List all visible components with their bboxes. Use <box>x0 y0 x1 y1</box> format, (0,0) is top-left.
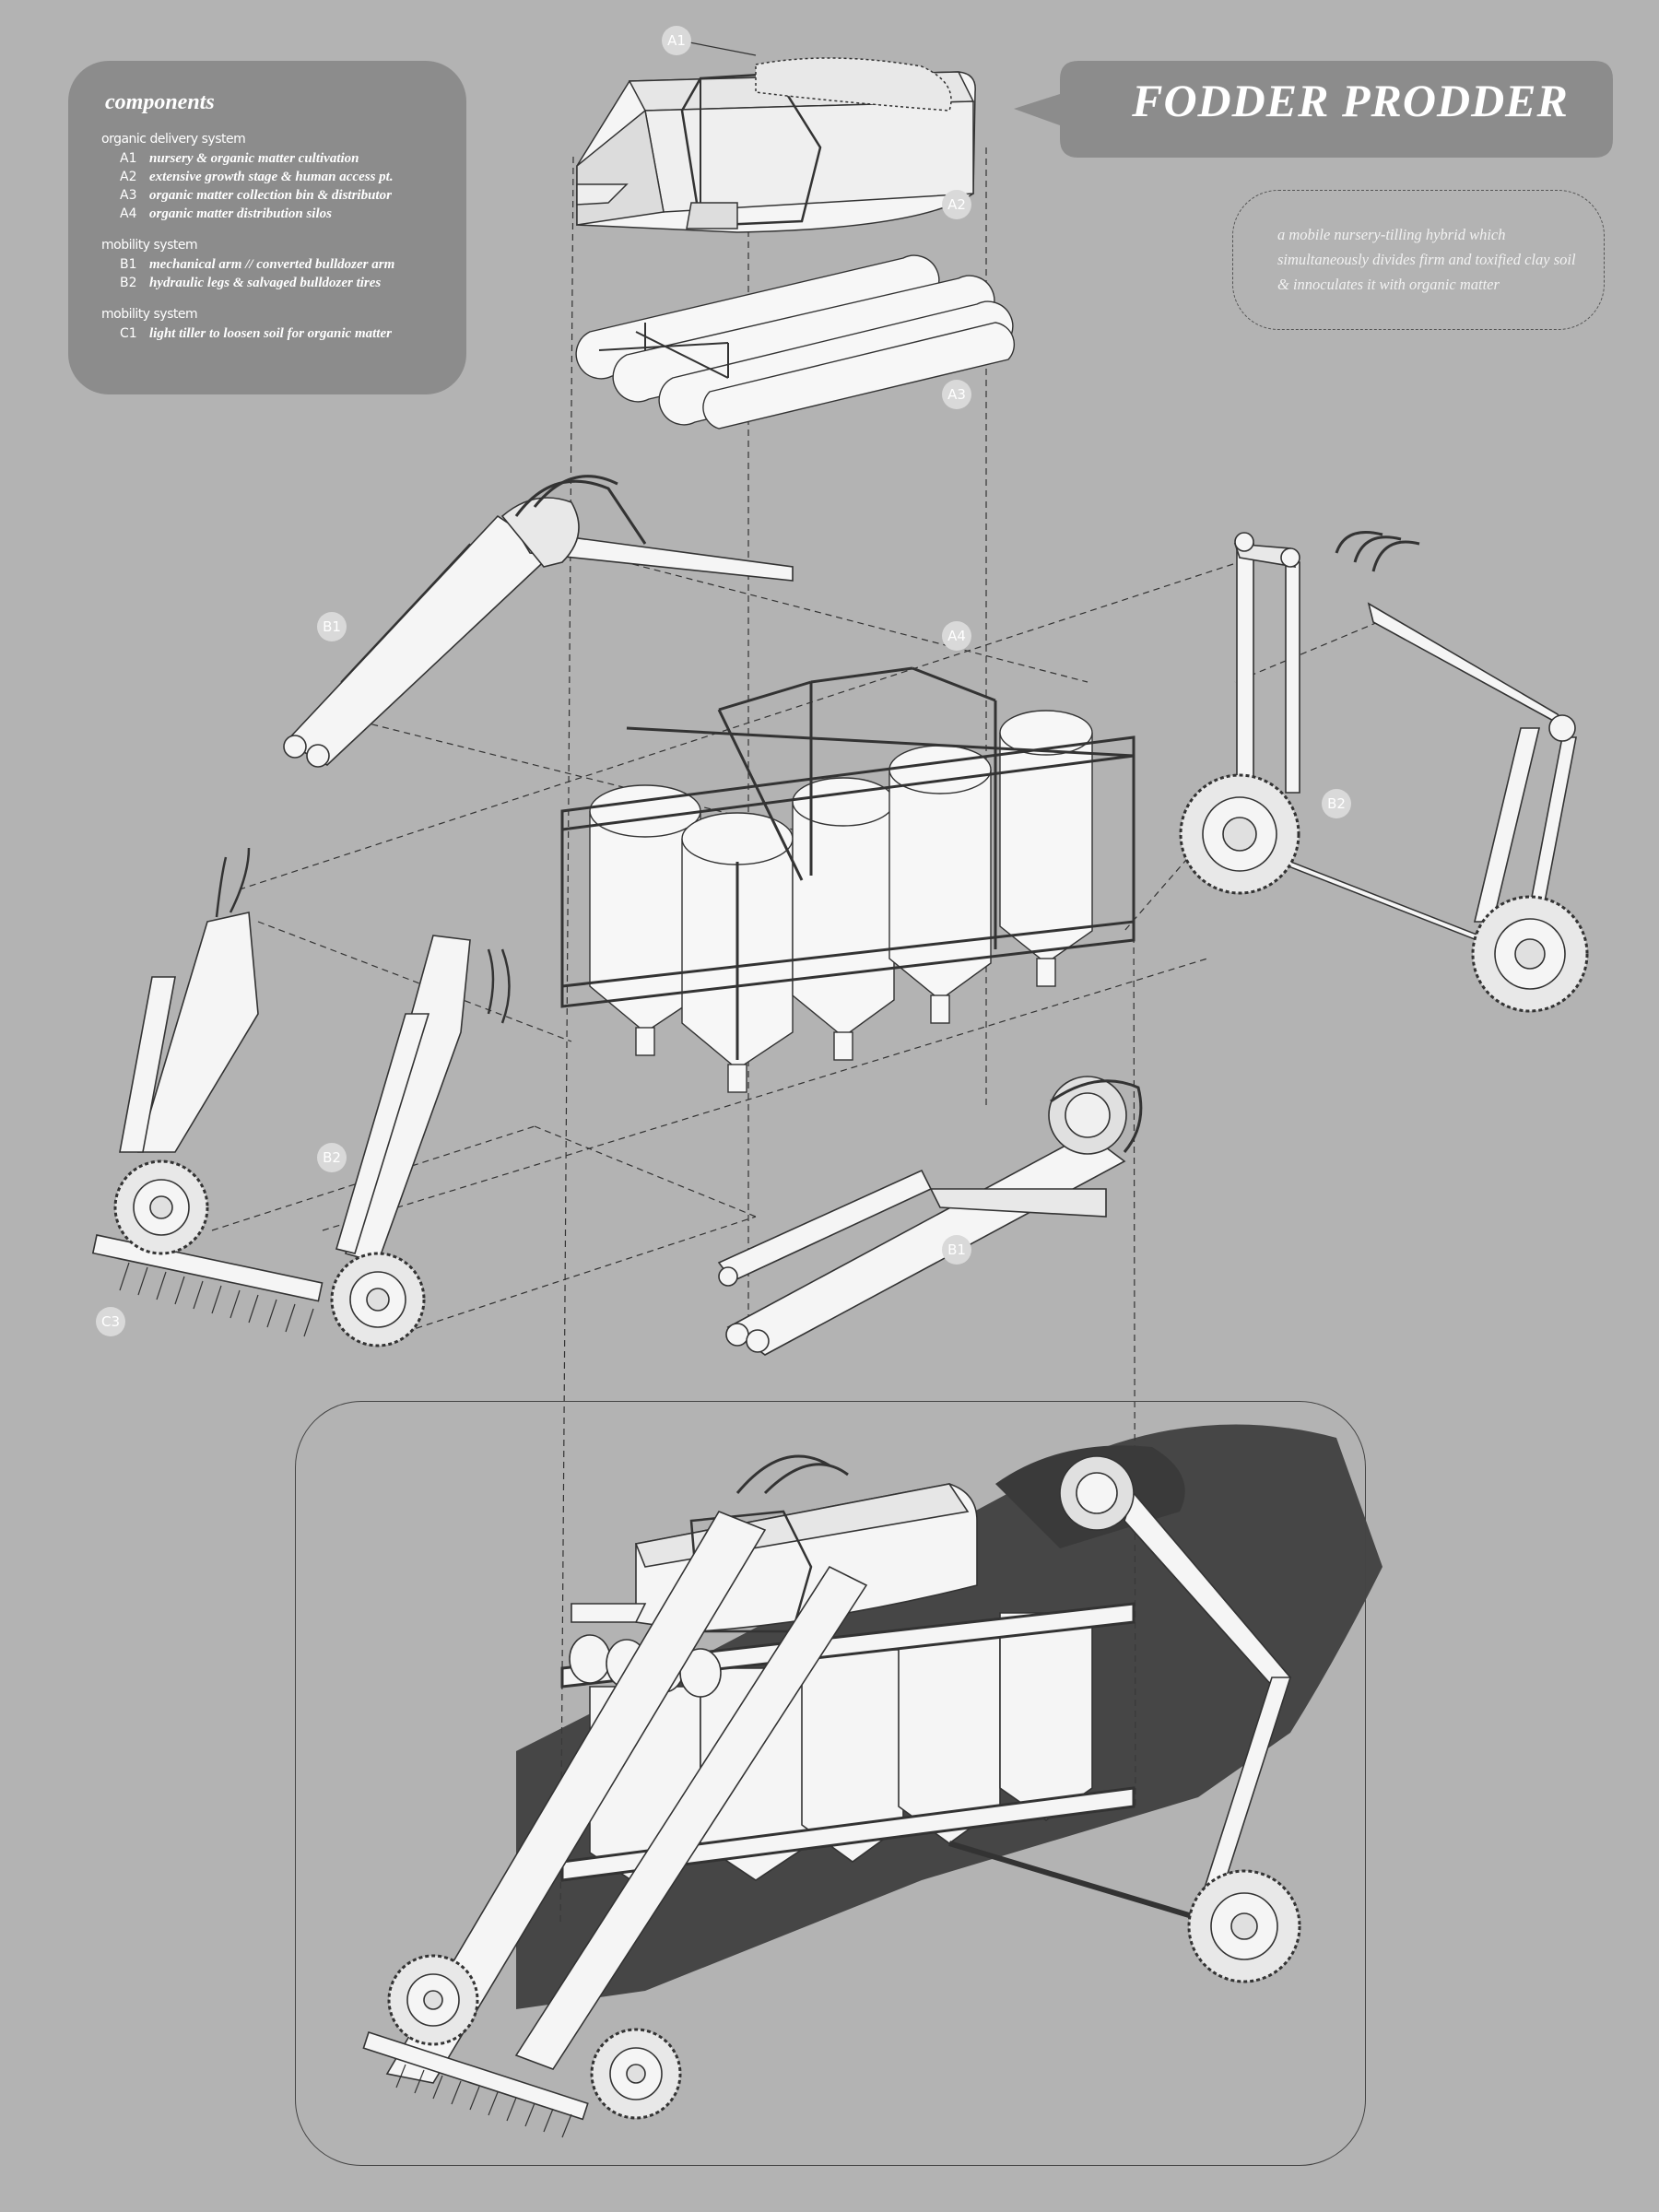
component-text: extensive growth stage & human access pt… <box>149 170 394 184</box>
callout-b1-lower: B1 <box>942 1235 971 1265</box>
component-text: nursery & organic matter cultivation <box>149 151 359 166</box>
component-group-organic-delivery: organic delivery system A1 nursery & orga… <box>101 132 439 223</box>
component-code: C1 <box>120 326 137 341</box>
a1-leader-line <box>688 41 757 56</box>
tiller-tines <box>119 1262 314 1337</box>
component-group-tiller: mobility system C1 light tiller to loosen… <box>101 307 439 343</box>
assembled-machine <box>362 1424 1382 2138</box>
group-heading: mobility system <box>101 307 198 322</box>
component-text: organic matter distribution silos <box>149 206 332 221</box>
group-heading: organic delivery system <box>101 132 246 147</box>
callout-a4: A4 <box>942 621 971 651</box>
component-text: organic matter collection bin & distribu… <box>149 188 392 203</box>
tiller-tines-assembled <box>395 2064 572 2138</box>
component-code: B1 <box>120 257 137 272</box>
component-text: mechanical arm // converted bulldozer ar… <box>149 257 395 272</box>
group-heading: mobility system <box>101 238 198 253</box>
component-text: light tiller to loosen soil for organic … <box>149 326 392 341</box>
callout-b2-left: B2 <box>317 1143 347 1172</box>
callout-c3: C3 <box>96 1307 125 1336</box>
component-code: A2 <box>120 170 137 184</box>
component-row: B2 hydraulic legs & salvaged bulldozer ti… <box>105 274 439 292</box>
component-code: A1 <box>120 151 137 166</box>
component-row: A1 nursery & organic matter cultivation <box>105 149 439 168</box>
component-row: A3 organic matter collection bin & distri… <box>105 186 439 205</box>
hydraulic-legs-right <box>1179 531 1589 1013</box>
component-code: A4 <box>120 206 137 221</box>
component-row: A4 organic matter distribution silos <box>105 205 439 223</box>
component-code: A3 <box>120 188 137 203</box>
callout-b2-right: B2 <box>1322 789 1351 818</box>
collection-bin <box>575 254 1015 429</box>
component-code: B2 <box>120 276 137 290</box>
components-heading: components <box>105 90 215 114</box>
title-banner <box>1014 61 1613 158</box>
component-row: C1 light tiller to loosen soil for organi… <box>105 324 439 343</box>
page-title: FODDER PRODDER <box>1132 75 1569 126</box>
callout-a1: A1 <box>662 26 691 55</box>
description-text: a mobile nursery-tilling hybrid which si… <box>1232 190 1605 330</box>
component-row: A2 extensive growth stage & human access … <box>105 168 439 186</box>
mechanical-arm-lower <box>717 1076 1143 1356</box>
distribution-silos <box>560 666 1135 1093</box>
callout-a2: A2 <box>942 190 971 219</box>
nursery-module <box>576 57 976 233</box>
components-panel: components organic delivery system A1 nur… <box>68 61 466 394</box>
hydraulic-legs-left <box>91 847 511 1347</box>
callout-b1-upper: B1 <box>317 612 347 641</box>
component-text: hydraulic legs & salvaged bulldozer tire… <box>149 276 382 290</box>
mechanical-arm-upper <box>283 475 794 768</box>
component-group-mobility: mobility system B1 mechanical arm // conv… <box>101 238 439 292</box>
component-row: B1 mechanical arm // converted bulldozer … <box>105 255 439 274</box>
callout-a3: A3 <box>942 380 971 409</box>
assembled-view-frame <box>295 1401 1366 2166</box>
